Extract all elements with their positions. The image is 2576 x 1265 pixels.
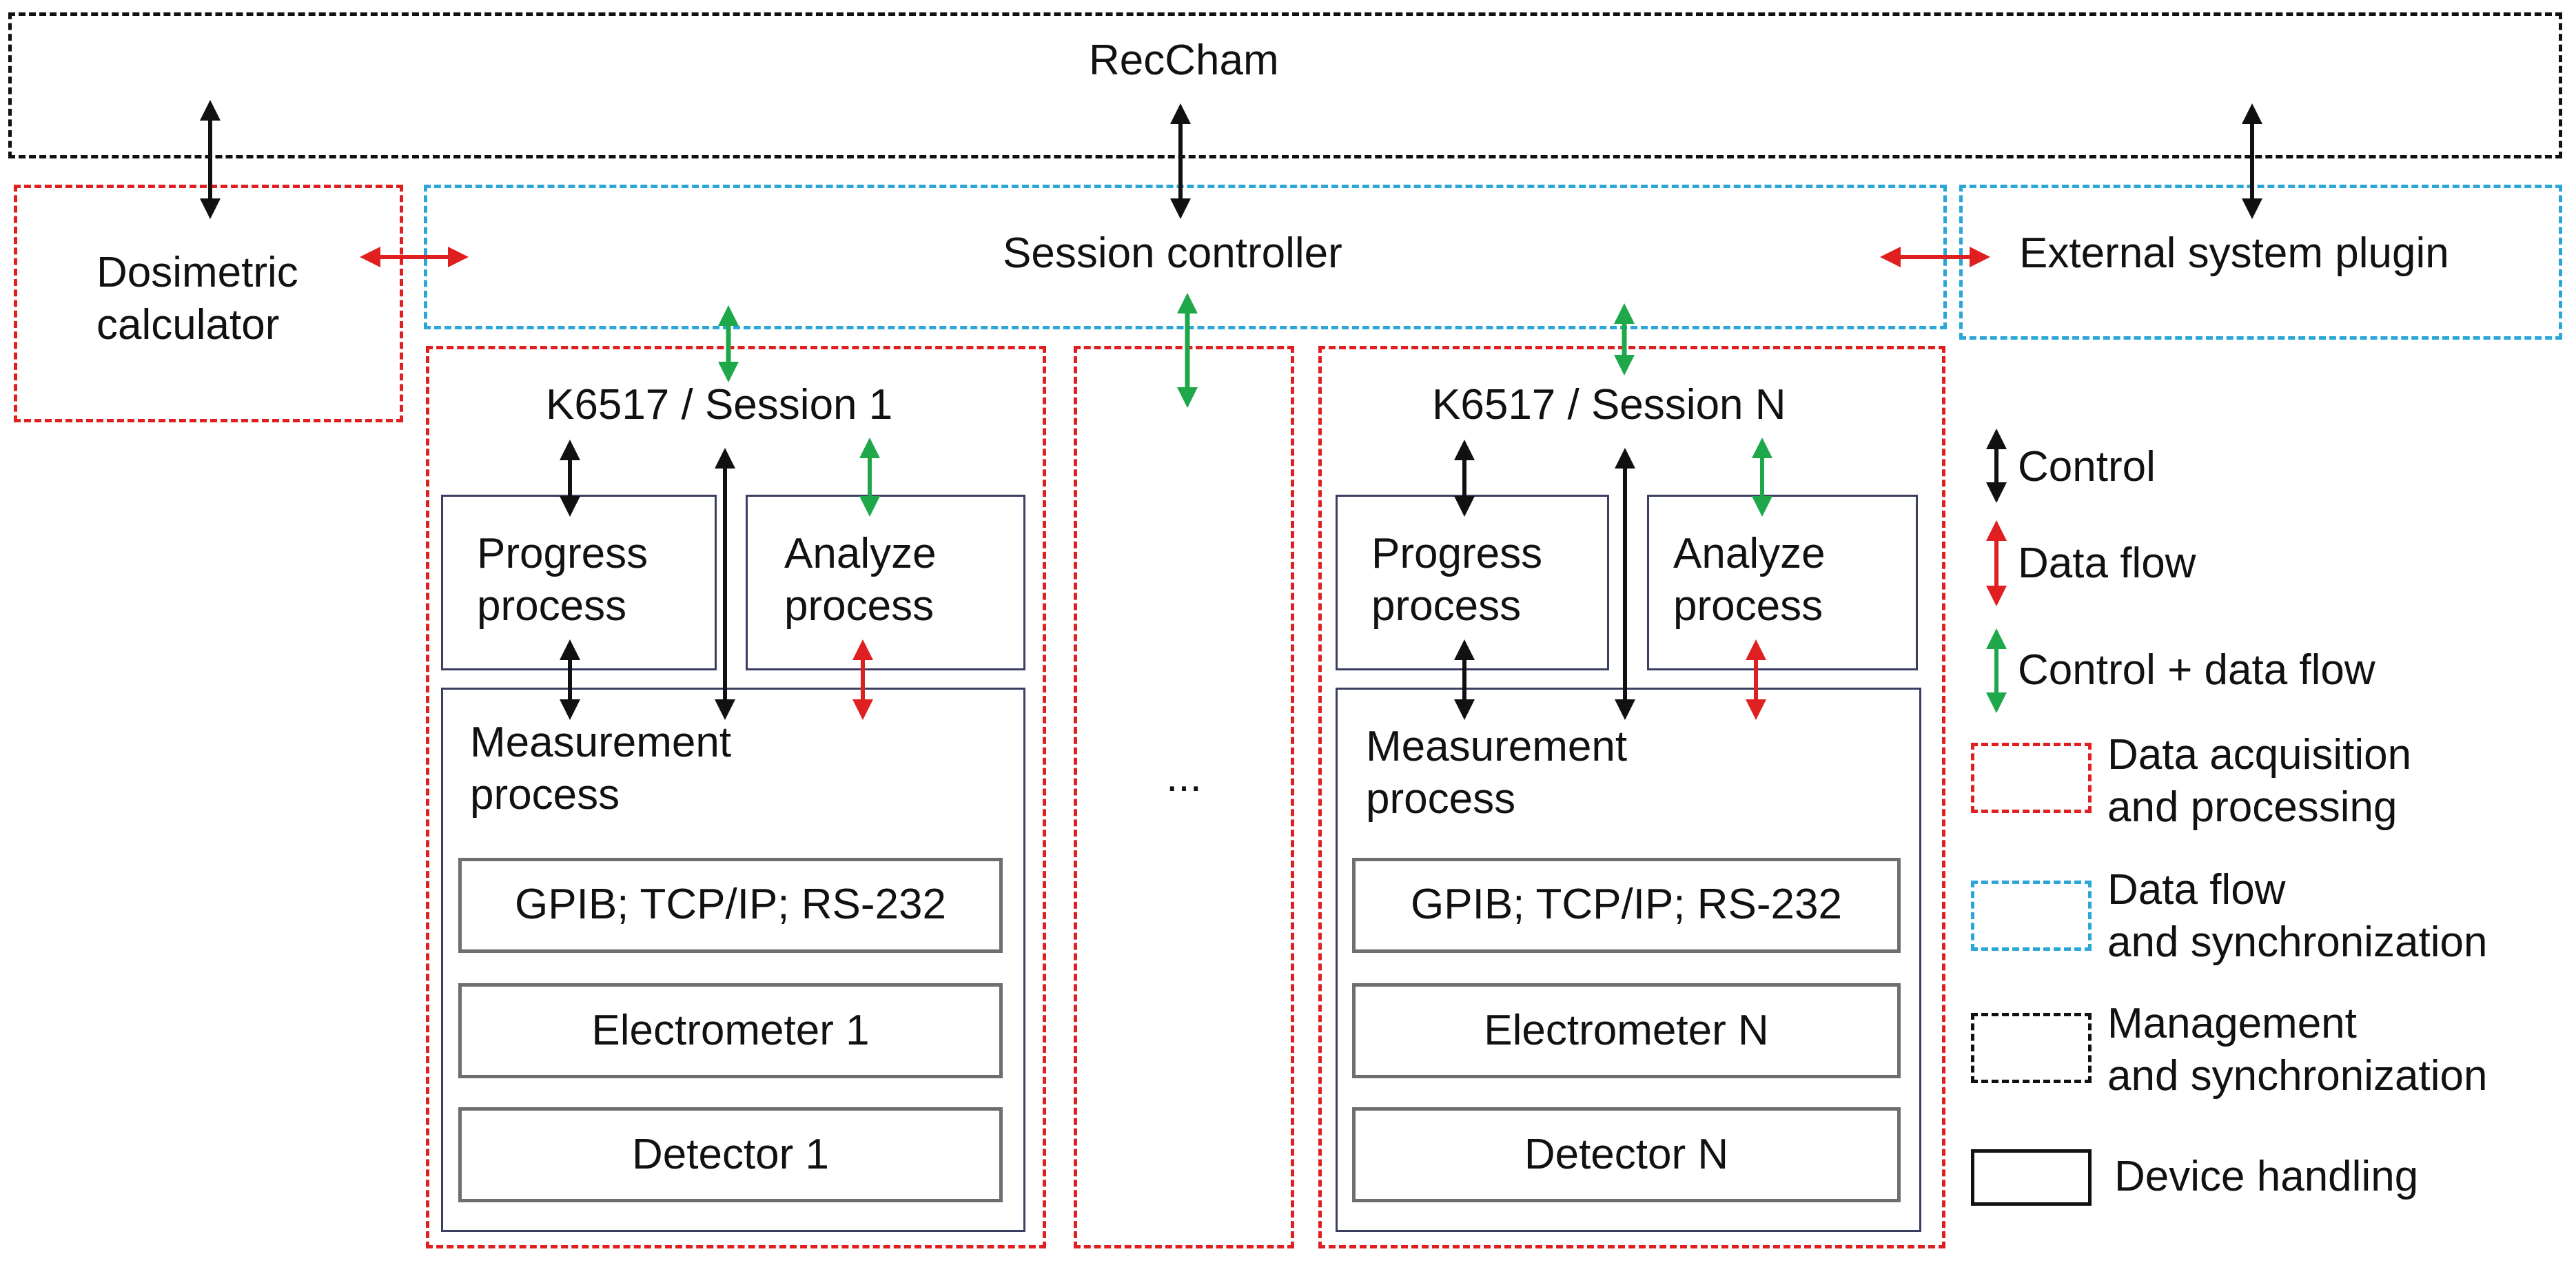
ellipsis-label: ... <box>1166 753 1202 801</box>
legend-data-flow-label: Data flow <box>2018 539 2196 587</box>
session-1-electrometer-box <box>458 983 1003 1078</box>
reccham-box <box>8 12 2562 158</box>
legend-acquisition-swatch <box>1971 743 2092 813</box>
session-1-measurement-box <box>441 688 1025 1232</box>
legend-device-swatch <box>1971 1149 2092 1206</box>
session-1-gpib-box <box>458 858 1003 953</box>
session-n-electrometer-box <box>1352 983 1901 1078</box>
session-1-gpib-label: GPIB; TCP/IP; RS-232 <box>515 881 946 928</box>
session-n-gpib-box <box>1352 858 1901 953</box>
session-1-box <box>426 346 1046 1248</box>
external-plugin-label: External system plugin <box>2019 229 2449 277</box>
legend-device-label: Device handling <box>2114 1153 2419 1200</box>
session-1-title: K6517 / Session 1 <box>546 381 893 429</box>
session-n-detector-label: Detector N <box>1524 1131 1729 1178</box>
session-1-progress-box <box>441 495 717 670</box>
legend-management-swatch <box>1971 1013 2092 1083</box>
session-n-electrometer-label: Electrometer N <box>1484 1007 1769 1054</box>
session-controller-label: Session controller <box>1003 229 1342 277</box>
session-n-measurement-box <box>1336 688 1921 1232</box>
session-n-progress-box <box>1336 495 1609 670</box>
legend-control-label: Control <box>2018 443 2156 491</box>
session-n-title: K6517 / Session N <box>1432 381 1786 429</box>
legend-control-data-arrow <box>1986 628 2007 713</box>
session-n-box <box>1318 346 1945 1248</box>
legend-control-data-label: Control + data flow <box>2018 646 2375 694</box>
session-n-gpib-label: GPIB; TCP/IP; RS-232 <box>1411 881 1842 928</box>
legend-data-flow-arrow <box>1986 520 2007 606</box>
legend-control-arrow <box>1986 429 2007 503</box>
reccham-title: RecCham <box>1089 37 1279 84</box>
session-1-electrometer-label: Electrometer 1 <box>591 1007 870 1054</box>
legend-sync-swatch <box>1971 881 2092 951</box>
session-1-detector-box <box>458 1107 1003 1202</box>
external-plugin-box <box>1959 185 2562 340</box>
session-1-detector-label: Detector 1 <box>631 1131 830 1178</box>
session-n-analyze-box <box>1647 495 1918 670</box>
session-1-analyze-box <box>746 495 1025 670</box>
session-n-detector-box <box>1352 1107 1901 1202</box>
ellipsis-box <box>1074 346 1294 1248</box>
